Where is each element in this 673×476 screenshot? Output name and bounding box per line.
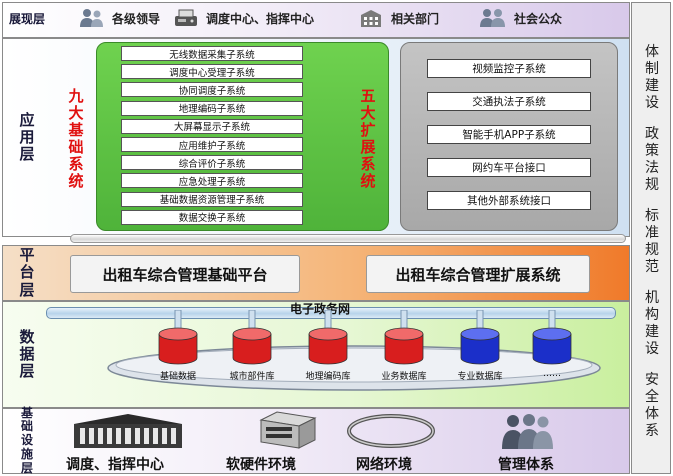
people-icon (480, 9, 505, 27)
layer-label-data: 数据层 (19, 327, 35, 381)
database-cylinder (158, 310, 198, 365)
basic-subsystem-item: 调度中心受理子系统 (121, 64, 303, 80)
database-cylinder (308, 310, 348, 365)
database-cylinder (532, 310, 572, 365)
basic-subsystem-item: 应用维护子系统 (121, 137, 303, 152)
presentation-item-label: 相关部门 (391, 11, 440, 26)
egov-network-label: 电子政务网 (290, 302, 351, 316)
extension-system-box: 出租车综合管理扩展系统 (366, 255, 590, 293)
infrastructure-label-dispatch: 调度、指挥中心 (66, 457, 164, 473)
infrastructure-label-network: 网络环境 (356, 457, 412, 473)
extension-subsystem-item: 交通执法子系统 (427, 92, 591, 111)
databases-group (158, 310, 572, 365)
basic-subsystem-item: 大屏幕显示子系统 (121, 118, 303, 134)
side-pillar-column (631, 2, 671, 474)
extension-subsystem-item: 视频监控子系统 (427, 59, 591, 78)
presentation-item-label: 各级领导 (112, 11, 161, 26)
database-label: 城市部件库 (229, 372, 275, 382)
application-platform-bar (70, 234, 626, 243)
people-icon (80, 9, 103, 27)
network-ring-icon (347, 414, 435, 448)
infrastructure-label-hardware: 软硬件环境 (226, 457, 296, 473)
office-building-icon (361, 10, 381, 27)
people-icon (502, 414, 553, 449)
layer-label-infrastructure: 基础设施层 (20, 405, 33, 475)
basic-subsystem-item: 协同调度子系统 (121, 82, 303, 98)
basic-subsystem-item: 地理编码子系统 (121, 100, 303, 116)
basic-subsystem-item: 基础数据资源管理子系统 (121, 191, 303, 207)
basic-platform-box: 出租车综合管理基础平台 (70, 255, 300, 293)
side-pillar-label: 政策法规 (645, 126, 659, 193)
presentation-item-label: 调度中心、指挥中心 (206, 11, 315, 26)
basic-subsystem-item: 数据交换子系统 (121, 209, 303, 225)
fax-machine-icon (175, 9, 197, 26)
presentation-band (2, 2, 630, 38)
database-label: …… (543, 369, 561, 379)
extension-subsystem-item: 其他外部系统接口 (427, 191, 591, 210)
database-cylinder (384, 310, 424, 365)
database-label: 业务数据库 (381, 372, 427, 382)
database-label: 基础数据 (159, 372, 196, 382)
presentation-item-public: 社会公众 (478, 6, 562, 30)
side-pillar-label: 体制建设 (645, 44, 659, 111)
presentation-item-dispatch: 调度中心、指挥中心 (172, 6, 314, 30)
side-pillar-label: 机构建设 (645, 290, 659, 357)
extension-subsystem-item: 智能手机APP子系统 (427, 125, 591, 144)
layer-label-platform: 平台层 (19, 246, 35, 299)
database-cylinder (232, 310, 272, 365)
basic-subsystem-item: 综合评价子系统 (121, 155, 303, 171)
side-pillar-label: 安全体系 (645, 372, 659, 439)
layer-label-presentation: 展现层 (8, 12, 45, 27)
database-cylinder (460, 310, 500, 365)
basic-subsystem-item: 无线数据采集子系统 (121, 46, 303, 61)
layer-label-application: 应用层 (19, 110, 35, 164)
presentation-item-departments: 相关部门 (357, 6, 439, 30)
extension-systems-title: 五大扩展系统 (360, 87, 376, 190)
side-pillar-label: 标准规范 (645, 208, 659, 275)
basic-systems-title: 九大基础系统 (68, 87, 84, 190)
presentation-item-leaders: 各级领导 (78, 6, 160, 30)
infrastructure-label-management: 管理体系 (498, 457, 554, 473)
presentation-item-label: 社会公众 (514, 11, 563, 26)
basic-subsystem-item: 应急处理子系统 (121, 173, 303, 189)
database-label: 专业数据库 (457, 372, 503, 382)
server-rack-icon (259, 411, 317, 449)
database-label: 地理编码库 (305, 372, 351, 382)
extension-subsystem-item: 网约车平台接口 (427, 158, 591, 177)
government-building-icon (74, 414, 182, 448)
